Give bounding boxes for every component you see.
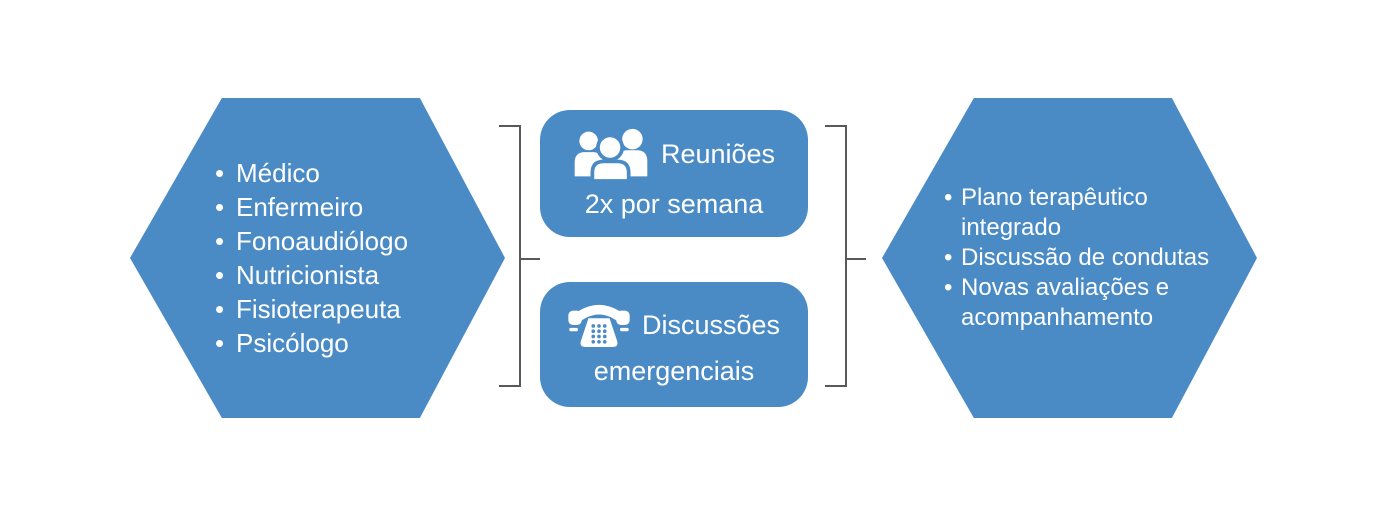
meetings-card-title: Reuniões: [660, 138, 776, 169]
bullet: •: [215, 260, 225, 290]
list-item: • Plano terapêutico: [944, 183, 1209, 213]
team-member-label: Enfermeiro: [236, 192, 364, 222]
outcomes-hexagon: • Plano terapêutico integrado • Discussão …: [882, 98, 1257, 418]
emergency-card-header: Discussões: [568, 302, 780, 348]
left-bracket-connector: [499, 125, 540, 387]
list-item: • Discussão de condutas: [944, 243, 1209, 273]
telephone-icon: [568, 304, 630, 348]
emergency-card-title: Discussões: [641, 309, 781, 340]
list-item: acompanhamento: [944, 303, 1209, 333]
team-member-label: Psicólogo: [236, 328, 349, 358]
team-member-label: Fonoaudiólogo: [236, 226, 409, 256]
outcomes-list: • Plano terapêutico integrado • Discussão …: [882, 183, 1239, 333]
right-bracket-connector: [825, 125, 866, 387]
outcome-label: Discussão de condutas: [961, 244, 1210, 271]
team-member-label: Médico: [236, 158, 320, 188]
bullet: •: [215, 328, 225, 358]
bullet: •: [944, 184, 953, 211]
outcome-label: Plano terapêutico: [961, 184, 1148, 211]
meetings-card-subtitle: 2x por semana: [584, 189, 764, 219]
list-item: • Nutricionista: [215, 258, 408, 292]
list-item: • Fonoaudiólogo: [215, 224, 408, 258]
people-group-icon: [574, 128, 648, 181]
list-item: • Fisioterapeuta: [215, 292, 408, 326]
outcome-label: integrado: [961, 214, 1062, 241]
team-member-label: Fisioterapeuta: [236, 294, 401, 324]
team-list: • Médico • Enfermeiro • Fonoaudiólogo • Nutr…: [130, 156, 408, 360]
outcome-label: acompanhamento: [961, 304, 1154, 331]
bullet: •: [215, 294, 225, 324]
meetings-card-header: Reuniões: [573, 127, 775, 181]
meetings-card: Reuniões 2x por semana: [540, 110, 808, 237]
bullet: •: [944, 274, 953, 301]
emergency-discussions-card: Discussões emergenciais: [540, 282, 808, 407]
team-hexagon: • Médico • Enfermeiro • Fonoaudiólogo • Nutr…: [130, 98, 505, 418]
bullet: •: [944, 244, 953, 271]
outcome-label: Novas avaliações e: [961, 274, 1170, 301]
emergency-card-subtitle: emergenciais: [593, 356, 755, 386]
bullet: •: [215, 192, 225, 222]
list-item: • Médico: [215, 156, 408, 190]
team-member-label: Nutricionista: [236, 260, 380, 290]
list-item: • Enfermeiro: [215, 190, 408, 224]
list-item: • Novas avaliações e: [944, 273, 1209, 303]
list-item: integrado: [944, 213, 1209, 243]
bullet: •: [215, 158, 225, 188]
list-item: • Psicólogo: [215, 326, 408, 360]
bullet: •: [215, 226, 225, 256]
